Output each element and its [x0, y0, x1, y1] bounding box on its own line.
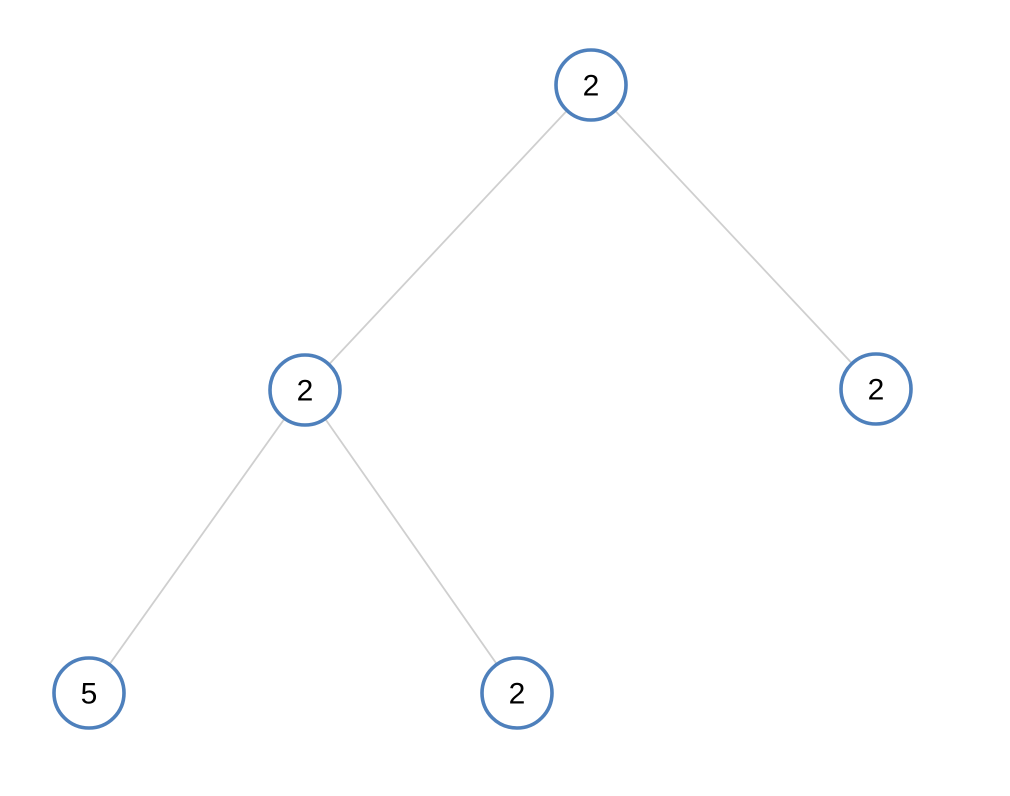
- tree-node-left-left: 5: [52, 656, 126, 730]
- tree-node-circle: [52, 656, 126, 730]
- tree-node-label: 5: [81, 678, 98, 711]
- tree-edge-root-left: [304, 84, 592, 391]
- tree-node-label: 2: [583, 70, 600, 103]
- tree-node-left: 2: [268, 353, 342, 427]
- tree-node-circle: [554, 48, 628, 122]
- tree-node-left-right: 2: [480, 656, 554, 730]
- tree-node-label: 2: [297, 375, 314, 408]
- tree-node-circle: [480, 656, 554, 730]
- tree-edge-left-left-left: [88, 389, 306, 694]
- tree-node-label: 2: [868, 374, 885, 407]
- tree-node-right: 2: [839, 352, 913, 426]
- tree-node-circle: [268, 353, 342, 427]
- tree-node-label: 2: [509, 678, 526, 711]
- tree-node-root: 2: [554, 48, 628, 122]
- tree-node-circle: [839, 352, 913, 426]
- tree-edge-left-left-right: [304, 389, 518, 694]
- tree-edge-root-right: [590, 84, 877, 390]
